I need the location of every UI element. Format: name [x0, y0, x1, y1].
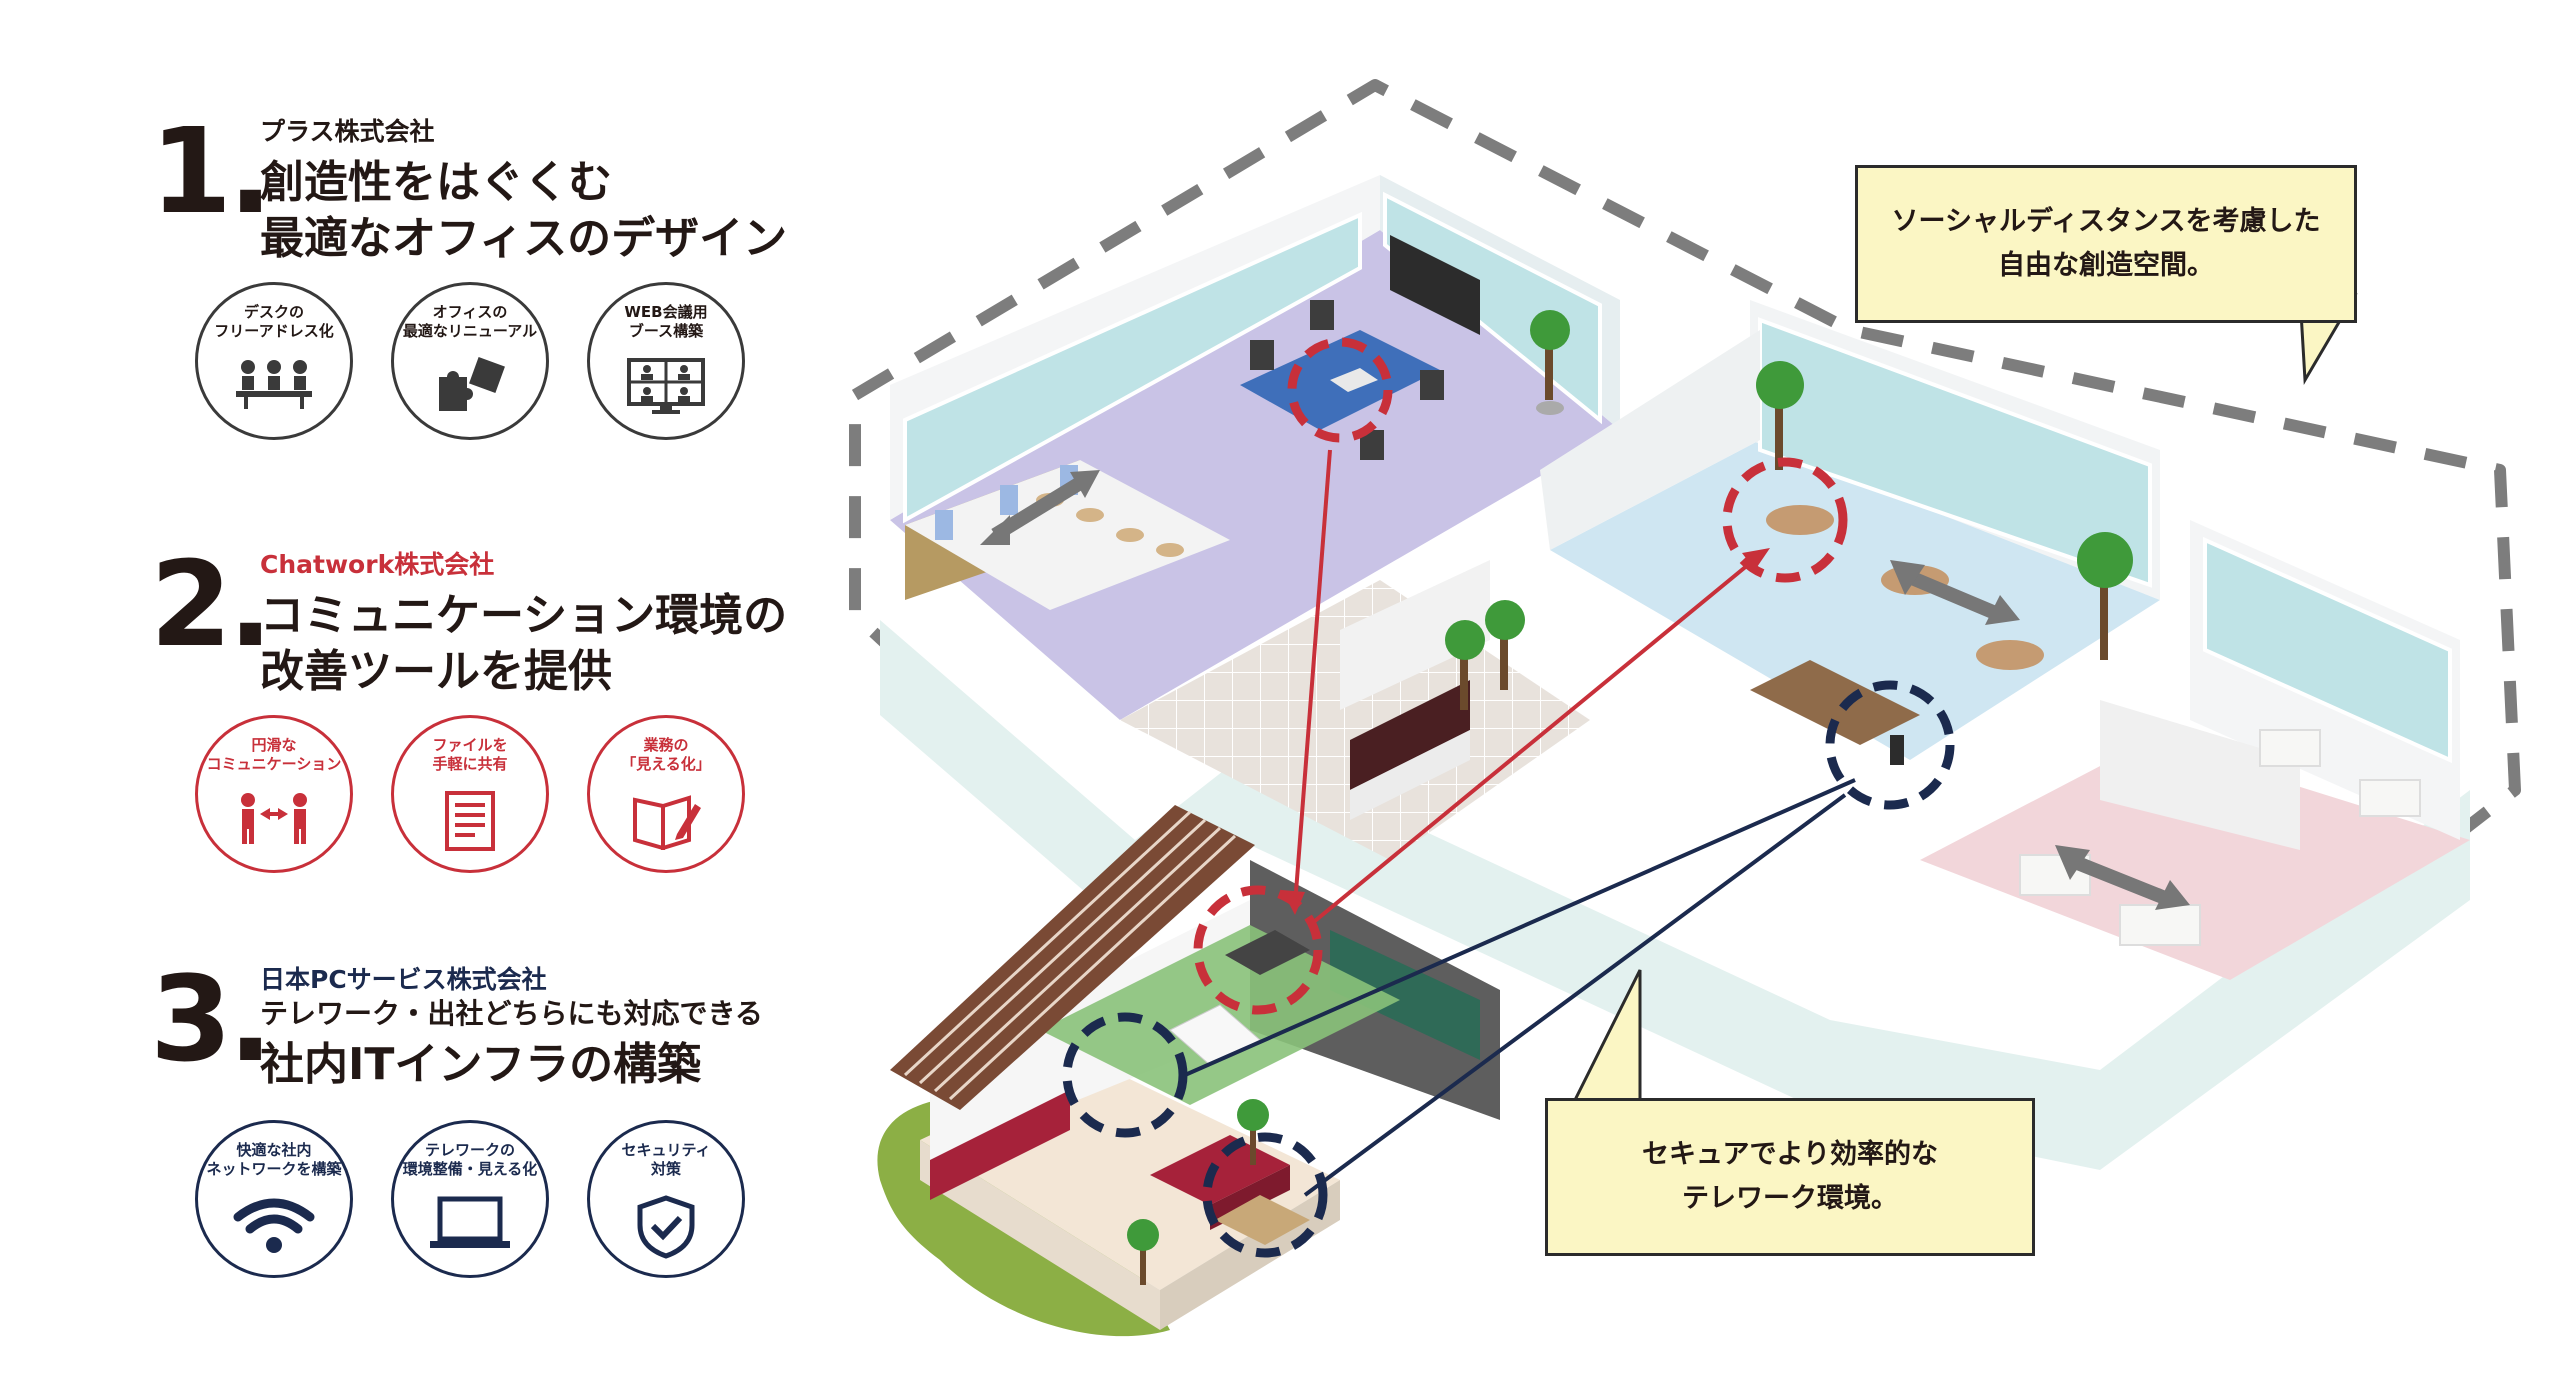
section-1: 1. プラス株式会社 創造性をはぐくむ 最適なオフィスのデザイン デスクの フリ… — [150, 112, 870, 452]
callout-bottom-line1: セキュアでより効率的な — [1642, 1139, 1938, 1170]
callout-bottom: セキュアでより効率的な テレワーク環境。 — [1545, 1098, 2035, 1256]
people-exchange-icon — [241, 793, 307, 844]
feature-security: セキュリティ 対策 — [587, 1120, 745, 1278]
callout-bottom-line2: テレワーク環境。 — [1682, 1183, 1898, 1214]
meeting-room-area — [890, 175, 1620, 720]
section-3: 3. 日本PCサービス株式会社 テレワーク・出社どちらにも対応できる 社内ITイ… — [150, 960, 870, 1300]
feature-list: 快適な社内 ネットワークを構築 テレワークの 環境整備・見える化 セキュリティ … — [195, 1120, 745, 1278]
section-title-line1: テレワーク・出社どちらにも対応できる — [260, 997, 763, 1030]
shield-check-icon — [637, 1195, 695, 1259]
company-name: Chatwork株式会社 — [260, 550, 495, 579]
connection-line-navy-2 — [1303, 793, 1847, 1197]
feature-label: 円滑な コミュニケーション — [206, 736, 342, 773]
kitchen-cabinets — [930, 1090, 1070, 1200]
reception-counter — [1350, 680, 1470, 790]
section-title-line2: 最適なオフィスのデザイン — [260, 213, 788, 264]
company-name: 日本PCサービス株式会社 — [260, 965, 547, 994]
feature-label: デスクの フリーアドレス化 — [214, 303, 334, 340]
plant-2 — [1445, 600, 1525, 710]
document-icon — [445, 791, 495, 851]
feature-label: 業務の 「見える化」 — [621, 736, 711, 773]
section-title-line2: 社内ITインフラの構築 — [260, 1039, 702, 1090]
plant-1 — [1530, 310, 1570, 415]
feature-file-sharing: ファイルを 手軽に共有 — [391, 715, 549, 873]
distance-arrow-2 — [1902, 568, 2003, 622]
connection-line-red-1 — [1293, 449, 1332, 906]
pink-lounge-area — [1920, 520, 2470, 980]
feature-label: ファイルを 手軽に共有 — [432, 736, 508, 773]
feature-network: 快適な社内 ネットワークを構築 — [195, 1120, 353, 1278]
feature-office-renewal: オフィスの 最適なリニューアル — [391, 282, 549, 440]
feature-visualization: 業務の 「見える化」 — [587, 715, 745, 873]
highlight-circle-house-wifi — [1062, 1012, 1188, 1138]
distance-arrow-3 — [2067, 853, 2173, 907]
wifi-icon — [233, 1198, 315, 1253]
highlight-circle-lounge — [1722, 457, 1848, 583]
connection-line-red-2 — [1308, 553, 1762, 927]
section-title-line2: 改善ツールを提供 — [260, 646, 612, 697]
highlight-circle-meeting-table — [1287, 337, 1393, 443]
callout-top-line2: 自由な創造空間。 — [1998, 250, 2214, 281]
plant-house — [1127, 1099, 1269, 1285]
section-2: 2. Chatwork株式会社 コミュニケーション環境の 改善ツールを提供 円滑… — [150, 545, 870, 885]
router — [1890, 735, 1904, 765]
feature-label: オフィスの 最適なリニューアル — [402, 303, 538, 340]
section-title-line1: コミュニケーション環境の — [260, 590, 788, 641]
feature-list: デスクの フリーアドレス化 オフィスの 最適なリニューアル WEB会議用 ブース… — [195, 282, 745, 440]
section-number: 1. — [150, 102, 273, 240]
meeting-table-icon — [236, 360, 312, 409]
company-name: プラス株式会社 — [260, 117, 435, 146]
feature-telework-env: テレワークの 環境整備・見える化 — [391, 1120, 549, 1278]
feature-label: セキュリティ 対策 — [621, 1141, 711, 1178]
connection-line-navy-1 — [1184, 778, 1856, 1077]
laptop-icon — [430, 1196, 510, 1248]
feature-label: テレワークの 環境整備・見える化 — [402, 1141, 538, 1178]
lounge-long-table — [1750, 660, 1920, 745]
puzzle-icon — [439, 357, 505, 411]
section-number: 3. — [150, 950, 273, 1088]
plant-3 — [1756, 361, 2133, 660]
lounge-floor — [1550, 440, 2160, 760]
callout-top: ソーシャルディスタンスを考慮した 自由な創造空間。 — [1855, 165, 2357, 323]
feature-web-booth: WEB会議用 ブース構築 — [587, 282, 745, 440]
feature-label: 快適な社内 ネットワークを構築 — [206, 1141, 342, 1178]
feature-list: 円滑な コミュニケーション ファイルを 手軽に共有 業務の 「見える化」 — [195, 715, 745, 873]
highlight-circle-router — [1825, 680, 1955, 810]
video-conference-icon — [627, 358, 705, 414]
tv-screen — [1390, 235, 1480, 335]
feature-smooth-communication: 円滑な コミュニケーション — [195, 715, 353, 873]
section-number: 2. — [150, 535, 273, 673]
highlight-circle-house-desk — [1193, 885, 1323, 1015]
callout-top-line1: ソーシャルディスタンスを考慮した — [1891, 206, 2321, 237]
lounge-area — [1540, 300, 2160, 765]
section-title-line1: 創造性をはぐくむ — [260, 157, 612, 208]
pink-lounge-floor — [1920, 740, 2470, 980]
notebook-pen-icon — [633, 795, 701, 850]
highlight-circle-house-sofa — [1202, 1132, 1328, 1258]
feature-label: WEB会議用 ブース構築 — [624, 303, 708, 340]
feature-free-address: デスクの フリーアドレス化 — [195, 282, 353, 440]
